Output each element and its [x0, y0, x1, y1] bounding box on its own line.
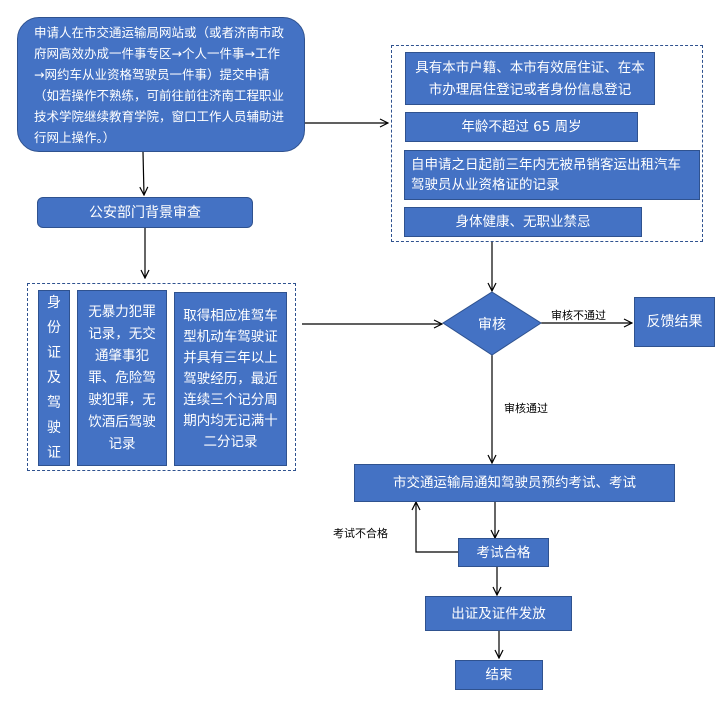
- police-background-check-box: 公安部门背景审查: [37, 197, 253, 228]
- start-application-box: 申请人在市交通运输局网站或（或者济南市政府网高效办成一件事专区→个人一件事→工作…: [17, 17, 305, 152]
- requirement-age-box: 年龄不超过 65 周岁: [405, 112, 638, 142]
- requirements-group: [391, 45, 703, 242]
- condition-no-crime-box: 无暴力犯罪记录，无交通肇事犯罪、危险驾驶犯罪，无饮酒后驾驶记录: [77, 290, 167, 466]
- review-diamond-shape: [442, 291, 542, 356]
- review-decision: 审核: [462, 314, 522, 334]
- requirement-residence-text: 具有本市户籍、本市有效居住证、在本市办理居住登记或者身份信息登记: [415, 59, 645, 98]
- certificate-issue-text: 出证及证件发放: [451, 605, 546, 622]
- exam-pass-box: 考试合格: [458, 538, 549, 567]
- condition-id-license-text: 身份证及驾驶证: [47, 294, 61, 461]
- feedback-result-text: 反馈结果: [646, 314, 703, 330]
- condition-driving-experience-box: 取得相应准驾车型机动车驾驶证并具有三年以上驾驶经历，最近连续三个记分周期内均无记…: [174, 292, 287, 466]
- requirement-no-revocation-text: 自申请之日起前三年内无被吊销客运出租汽车驾驶员从业资格证的记录: [411, 157, 681, 193]
- arrow-exam-fail-loop: [416, 502, 458, 553]
- review-fail-label: 审核不通过: [551, 309, 606, 322]
- exam-notice-text: 市交通运输局通知驾驶员预约考试、考试: [393, 475, 636, 491]
- end-text: 结束: [485, 667, 513, 683]
- police-conditions-group: [27, 283, 296, 471]
- condition-id-license-box: 身份证及驾驶证: [38, 290, 70, 466]
- review-pass-label: 审核通过: [504, 402, 548, 415]
- feedback-result-box: 反馈结果: [634, 297, 715, 347]
- requirement-health-text: 身体健康、无职业禁忌: [455, 214, 591, 230]
- review-decision-text: 审核: [478, 317, 506, 333]
- exam-notice-box: 市交通运输局通知驾驶员预约考试、考试: [354, 464, 675, 502]
- arrow-start-to-police: [143, 151, 144, 195]
- requirement-no-revocation-box: 自申请之日起前三年内无被吊销客运出租汽车驾驶员从业资格证的记录: [404, 150, 700, 200]
- condition-driving-experience-text: 取得相应准驾车型机动车驾驶证并具有三年以上驾驶经历，最近连续三个记分周期内均无记…: [183, 307, 278, 450]
- condition-no-crime-text: 无暴力犯罪记录，无交通肇事犯罪、危险驾驶犯罪，无饮酒后驾驶记录: [88, 304, 156, 452]
- police-background-check-text: 公安部门背景审查: [89, 204, 201, 221]
- requirement-health-box: 身体健康、无职业禁忌: [404, 207, 642, 237]
- exam-pass-text: 考试合格: [476, 544, 531, 561]
- requirement-age-text: 年龄不超过 65 周岁: [461, 119, 582, 135]
- end-box: 结束: [455, 660, 543, 690]
- certificate-issue-box: 出证及证件发放: [425, 596, 572, 631]
- start-application-text: 申请人在市交通运输局网站或（或者济南市政府网高效办成一件事专区→个人一件事→工作…: [34, 24, 285, 145]
- requirement-residence-box: 具有本市户籍、本市有效居住证、在本市办理居住登记或者身份信息登记: [405, 52, 655, 105]
- exam-fail-label: 考试不合格: [333, 527, 388, 540]
